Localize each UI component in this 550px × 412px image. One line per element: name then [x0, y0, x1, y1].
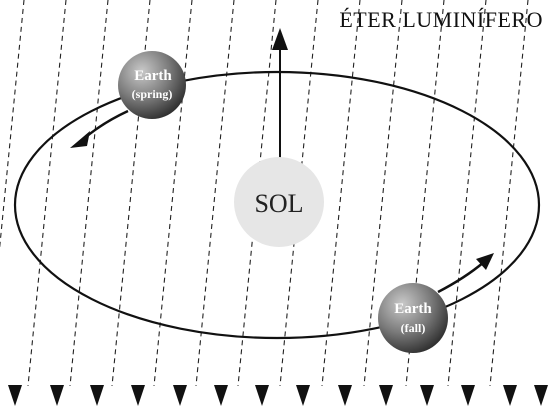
sun-label: SOL [254, 189, 303, 218]
aether-arrowhead [173, 385, 187, 406]
aether-arrowhead [420, 385, 434, 406]
aether-line [153, 0, 193, 387]
aether-line [447, 0, 487, 387]
aether-line [0, 0, 25, 250]
aether-arrowhead [8, 385, 22, 406]
earth-spring-disc [118, 51, 186, 119]
aether-arrowhead [379, 385, 393, 406]
orbit-direction-arrow-fall [437, 261, 485, 294]
aether-line [405, 0, 445, 387]
earth-spring-name: Earth [134, 68, 172, 84]
aether-arrowhead [503, 385, 517, 406]
orbit-direction-arrowhead-spring [70, 131, 90, 148]
earth-fall-season: (fall) [401, 321, 426, 335]
aether-arrowhead [338, 385, 352, 406]
earth-spring: Earth (spring) [118, 51, 186, 119]
earth-orbit [13, 70, 541, 340]
earth-spring-season: (spring) [132, 87, 173, 101]
aether-arrowhead [131, 385, 145, 406]
aether-line [321, 0, 361, 387]
aether-arrowhead [461, 385, 475, 406]
sun-motion-arrowhead [272, 28, 288, 50]
aether-line [27, 0, 67, 387]
aether-arrowhead [214, 385, 228, 406]
aether-line [363, 0, 403, 387]
diagram-title: ÉTER LUMINÍFERO [339, 7, 543, 32]
earth-fall-disc [378, 283, 448, 353]
aether-arrowhead [50, 385, 64, 406]
aether-line [195, 0, 235, 387]
aether-arrowhead [255, 385, 269, 406]
sun-disc [234, 157, 324, 247]
earth-fall: Earth (fall) [378, 283, 448, 353]
aether-line [69, 0, 109, 387]
aether-arrowhead [90, 385, 104, 406]
aether-arrowhead [296, 385, 310, 406]
orbit-direction-arrowhead-fall [476, 253, 494, 270]
aether-line [489, 0, 529, 387]
earth-fall-name: Earth [394, 301, 432, 317]
aether-arrowhead [534, 385, 548, 406]
